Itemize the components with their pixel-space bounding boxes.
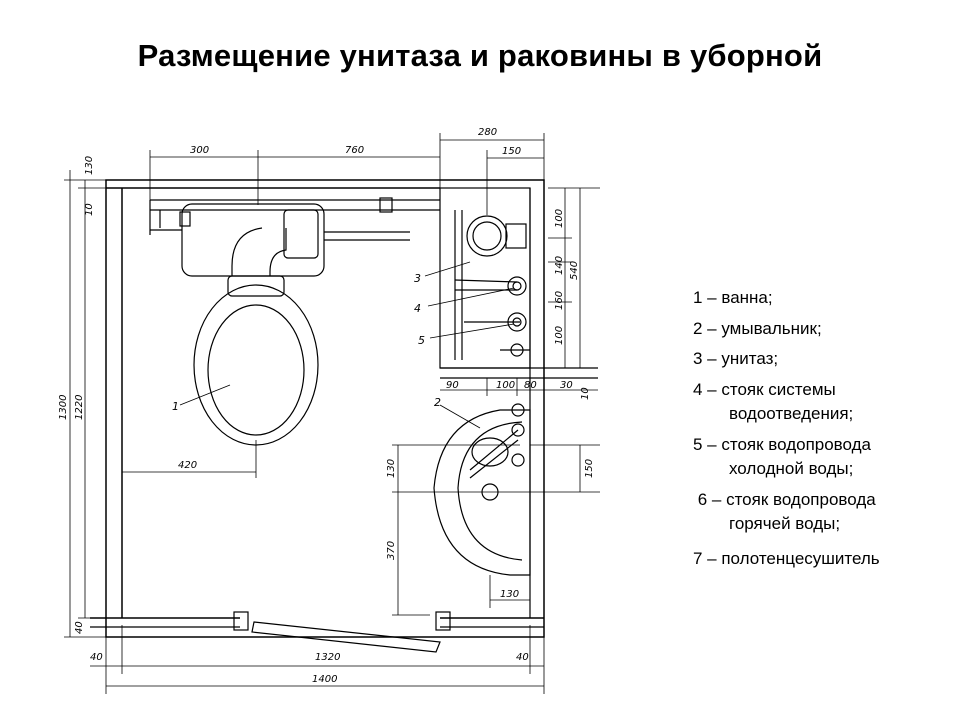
dim-100-b: 100 (554, 326, 565, 345)
page-title: Размещение унитаза и раковины в уборной (137, 38, 823, 73)
dim-40-bl: 40 (90, 652, 103, 663)
dim-150-sink: 150 (584, 459, 595, 478)
callout-5: 5 (418, 334, 425, 347)
dim-370: 370 (386, 541, 397, 560)
dim-300: 300 (190, 145, 209, 156)
sewer-riser-pipe (466, 215, 508, 257)
door-hinge-right (435, 611, 451, 631)
dim-1300: 1300 (58, 395, 69, 420)
callout-2: 2 (434, 396, 441, 409)
dim-130-bottom: 130 (500, 589, 519, 600)
legend-list: 1 – ванна; 2 – умывальник; 3 – унитаз; 4… (693, 286, 953, 571)
dim-10-top: 10 (84, 203, 95, 216)
room-outer-wall (105, 179, 545, 638)
dim-40-left: 40 (74, 621, 85, 634)
callout-4: 4 (414, 302, 421, 315)
dim-80: 80 (524, 380, 537, 391)
dim-100-a: 100 (554, 209, 565, 228)
legend-item: 1 – ванна; (693, 288, 773, 307)
dim-10-right: 10 (580, 387, 591, 400)
dim-760: 760 (345, 145, 364, 156)
dim-30: 30 (560, 380, 573, 391)
sink-basin (433, 409, 531, 576)
dim-160: 160 (554, 291, 565, 310)
dim-100-c: 100 (496, 380, 515, 391)
door-leaf (251, 621, 441, 653)
dim-40-br: 40 (516, 652, 529, 663)
dim-1400: 1400 (312, 674, 337, 685)
dim-1320: 1320 (315, 652, 340, 663)
legend-item: 2 – умывальник; (693, 318, 822, 338)
dim-90: 90 (446, 380, 459, 391)
pipe-shaft (439, 187, 531, 369)
legend-item: 3 – унитаз; (693, 349, 779, 368)
callout-1: 1 (172, 400, 179, 413)
dim-130-sink: 130 (386, 459, 397, 478)
dim-280: 280 (478, 127, 497, 138)
toilet-tank (181, 203, 325, 277)
dim-540: 540 (569, 261, 580, 280)
toilet-bowl (193, 284, 319, 446)
callout-3: 3 (414, 272, 421, 285)
cold-water-riser (507, 276, 527, 296)
door-hinge-left (233, 611, 249, 631)
legend-item: 7 – полотенцесушитель (693, 548, 880, 568)
dim-420: 420 (178, 460, 197, 471)
dim-1220: 1220 (74, 395, 85, 420)
dim-150: 150 (502, 146, 521, 157)
dim-140: 140 (554, 256, 565, 275)
dim-130-top: 130 (84, 156, 95, 175)
